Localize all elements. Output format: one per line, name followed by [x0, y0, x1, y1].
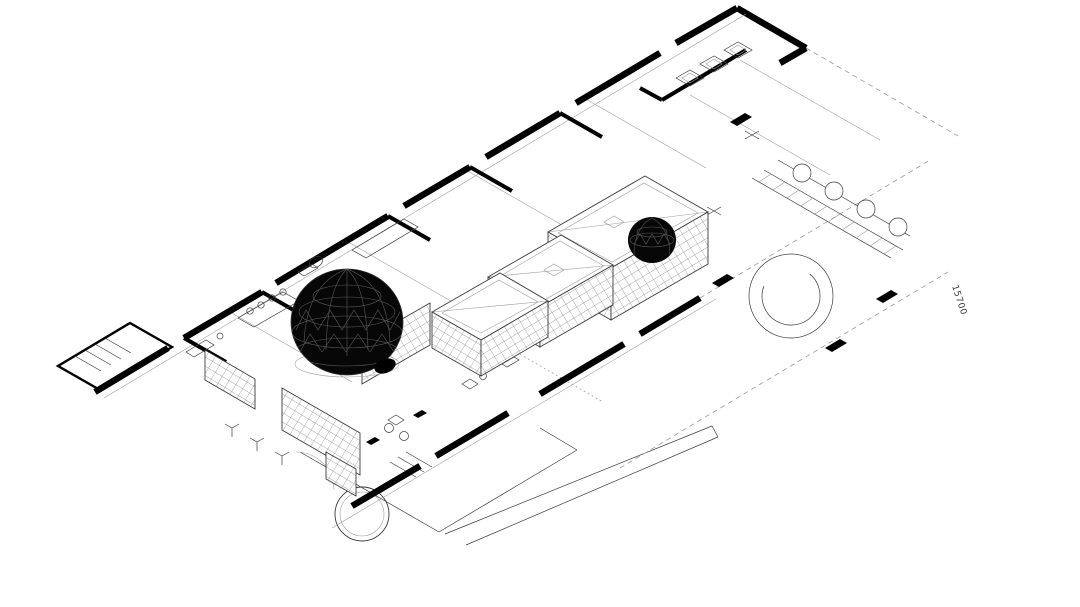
table [699, 55, 729, 73]
bench [730, 113, 752, 126]
chair [413, 410, 427, 418]
chair [366, 437, 380, 445]
deck-round-terrace [334, 486, 390, 542]
plant-symbol-icon [249, 437, 265, 451]
courtyard-benches [706, 113, 898, 352]
table [723, 41, 753, 59]
bench [712, 274, 734, 287]
table [675, 69, 705, 87]
table-niche [675, 41, 753, 87]
bench [876, 290, 898, 303]
courtyard-boundaries [619, 47, 959, 469]
shrub-icon [856, 199, 876, 219]
bench [825, 339, 847, 352]
dimension-annotation: 15700 [949, 284, 968, 317]
shrub-icon [792, 163, 812, 183]
plant-symbol-icon [224, 423, 240, 437]
survey-cross-icon [706, 206, 722, 216]
boardwalk [444, 425, 719, 546]
small-dome [628, 217, 676, 263]
dimension-label: 15700 [949, 284, 968, 317]
dome-opening [374, 358, 396, 374]
plant-symbol-icon [274, 451, 290, 465]
round-plaza [748, 253, 834, 339]
ramp-with-shrubs [751, 159, 911, 259]
small-table [387, 414, 405, 426]
shrub-icon [824, 181, 844, 201]
geodesic-dome [290, 268, 404, 378]
counter [351, 218, 419, 259]
survey-cross-icon [744, 130, 760, 140]
stool [399, 431, 409, 441]
perimeter-walls [93, 5, 808, 529]
shrub-icon [888, 217, 908, 237]
gridded-pavilion-boxes [431, 175, 709, 377]
pavilion-box-small [431, 272, 549, 377]
stool [384, 423, 394, 433]
